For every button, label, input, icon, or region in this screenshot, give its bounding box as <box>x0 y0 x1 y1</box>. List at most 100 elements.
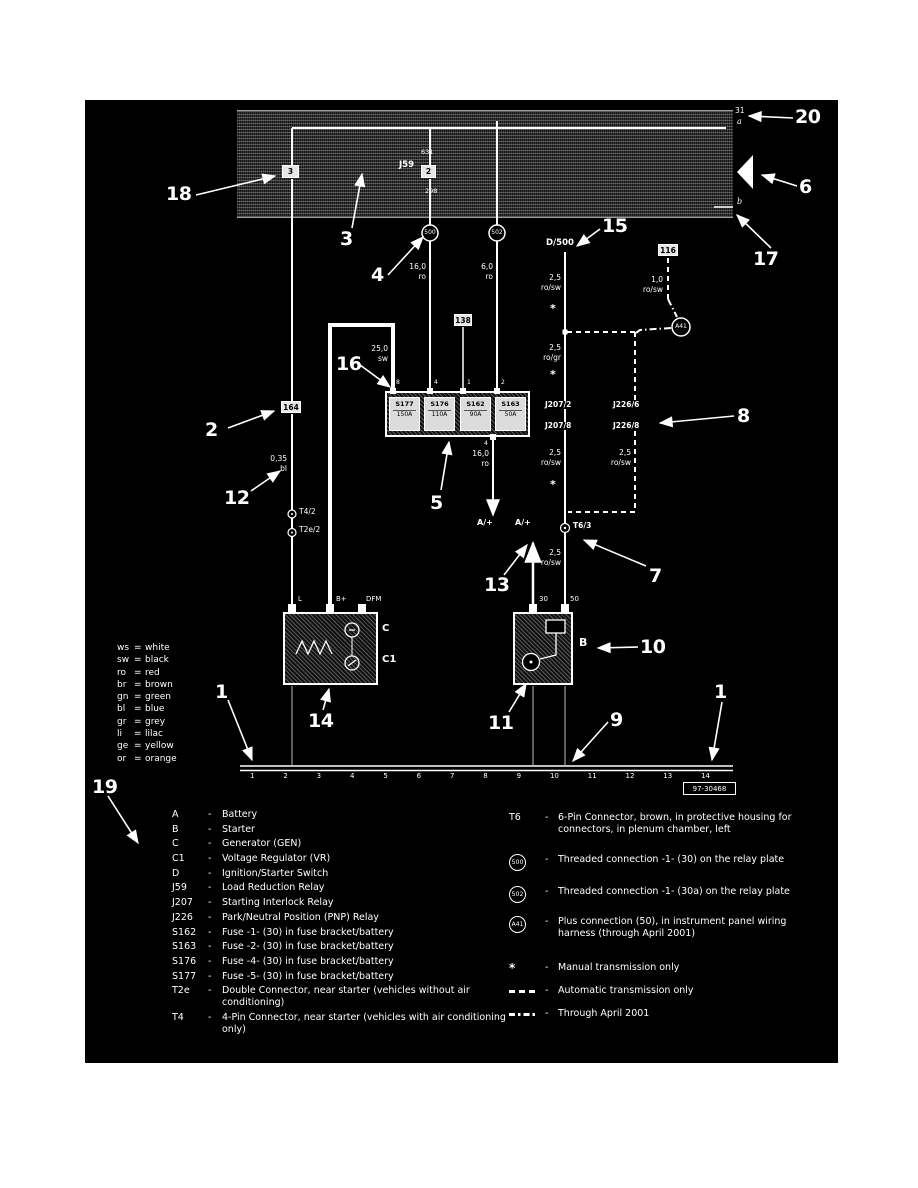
legend-code: A <box>172 809 179 820</box>
equals-sign: = <box>134 667 142 678</box>
legend-row-dashed: - Automatic transmission only <box>505 985 815 997</box>
legend-code: J226 <box>172 911 193 923</box>
relay-j59-label: J59 <box>399 160 414 170</box>
legend-dash: - <box>545 1008 549 1019</box>
fuse-rating: 150A <box>393 410 416 419</box>
track-number: 2 <box>283 772 288 780</box>
legend-row: B - Starter <box>172 824 506 836</box>
legend-dash: - <box>208 897 212 909</box>
terminal-3-box: 3 <box>282 165 299 178</box>
connection-500-label: 500 <box>424 229 436 236</box>
legend-description: Fuse -2- (30) in fuse bracket/battery <box>222 941 394 953</box>
fuse-pin-number: 2 <box>501 379 505 386</box>
starter-pin-30-label: 30 <box>539 595 548 603</box>
legend-dash: - <box>208 955 212 967</box>
fuse-rating: 110A <box>428 410 451 419</box>
equals-sign: = <box>134 643 142 653</box>
sheet-reference-box: 97-30468 <box>683 782 736 795</box>
starter-pin-50-label: 50 <box>570 595 579 603</box>
callout-number: 8 <box>737 405 750 427</box>
legend-description: Manual transmission only <box>558 962 680 973</box>
fuse-pin-number: 4 <box>434 379 438 386</box>
fuse-rating: 50A <box>499 410 522 419</box>
color-code: li <box>117 729 123 740</box>
legend-row: J59 - Load Reduction Relay <box>172 882 506 894</box>
callout-number: 6 <box>799 176 812 198</box>
legend-row: J226 - Park/Neutral Position (PNP) Relay <box>172 912 506 924</box>
track-number: 9 <box>516 772 522 780</box>
legend-dash: - <box>208 985 212 997</box>
legend-code: T6 <box>509 812 521 823</box>
relay-pin-bottom-label: 298 <box>425 187 438 195</box>
fuse-pin-number: 8 <box>396 379 400 386</box>
color-legend-row: br = brown <box>117 680 177 690</box>
wire-a-label: a <box>737 117 742 126</box>
legend-description: 6-Pin Connector, brown, in protective ho… <box>558 812 792 835</box>
legend-description: Ignition/Starter Switch <box>222 867 329 879</box>
callout-number: 3 <box>340 228 353 250</box>
color-legend-row: or = orange <box>117 754 177 764</box>
legend-description: 4-Pin Connector, near starter (vehicles … <box>222 1011 506 1035</box>
callout-number: 2 <box>205 419 218 441</box>
legend-row: S176 - Fuse -4- (30) in fuse bracket/bat… <box>172 956 506 968</box>
legend-dash: - <box>208 867 212 879</box>
track-number: 10 <box>549 772 559 780</box>
generator-pin-l-label: L <box>298 595 302 603</box>
callout-number: 12 <box>224 487 250 509</box>
legend-description: Battery <box>222 809 258 820</box>
color-name: white <box>145 643 170 653</box>
legend-dash: - <box>545 962 549 973</box>
legend-row-t6: T6 - 6-Pin Connector, brown, in protecti… <box>505 812 815 836</box>
color-legend-row: gn = green <box>117 692 177 702</box>
component-legend-left: A - Battery B - Starter C - Generator (G… <box>172 809 506 1039</box>
legend-row: C1 - Voltage Regulator (VR) <box>172 853 506 865</box>
callout-number: 1 <box>215 681 228 703</box>
track-number: 11 <box>587 772 597 780</box>
legend-dash: - <box>545 985 549 996</box>
fuse-rating: 90A <box>464 410 487 419</box>
legend-code: T4 <box>172 1011 184 1023</box>
callout-number: 1 <box>714 681 727 703</box>
track-number: 3 <box>316 772 322 780</box>
color-code: or <box>117 753 127 764</box>
legend-description: Starting Interlock Relay <box>222 897 334 909</box>
color-code: br <box>117 679 127 690</box>
dashed-line-icon <box>509 990 535 993</box>
connection-502-label: 502 <box>491 229 503 236</box>
legend-code: J207 <box>172 897 193 909</box>
callout-number: 17 <box>753 248 779 270</box>
terminal-31-label: 31 <box>735 106 745 115</box>
relay-plate-band <box>237 110 733 218</box>
legend-description: Generator (GEN) <box>222 838 302 850</box>
wire-color-legend: ws = white sw = black ro = red br = brow… <box>117 643 177 766</box>
color-name: red <box>145 667 160 678</box>
dash-dot-line-icon <box>509 1013 537 1017</box>
legend-row: T2e - Double Connector, near starter (ve… <box>172 985 506 1009</box>
equals-sign: = <box>134 692 142 703</box>
equals-sign: = <box>134 729 142 740</box>
color-name: yellow <box>145 741 174 752</box>
legend-description: Fuse -1- (30) in fuse bracket/battery <box>222 926 394 938</box>
legend-dash: - <box>208 838 212 850</box>
callout-number: 18 <box>166 183 192 205</box>
track-number: 13 <box>663 772 673 780</box>
legend-code: S176 <box>172 955 197 967</box>
legend-code: S177 <box>172 970 197 982</box>
legend-row: D - Ignition/Starter Switch <box>172 868 506 880</box>
legend-description: Fuse -5- (30) in fuse bracket/battery <box>222 970 394 982</box>
callout-number: 7 <box>649 565 662 587</box>
manual-transmission-star: * <box>550 302 556 315</box>
color-legend-row: ro = red <box>117 668 177 678</box>
legend-description: Plus connection (50), in instrument pane… <box>558 916 787 939</box>
track-number: 1 <box>250 772 255 780</box>
legend-dash: - <box>208 941 212 953</box>
legend-description: Threaded connection -1- (30a) on the rel… <box>558 886 790 897</box>
manual-transmission-star: * <box>550 478 556 491</box>
legend-code: B <box>172 823 179 835</box>
legend-dash: - <box>208 911 212 923</box>
legend-code: C1 <box>172 853 185 865</box>
track-number: 14 <box>701 772 710 780</box>
